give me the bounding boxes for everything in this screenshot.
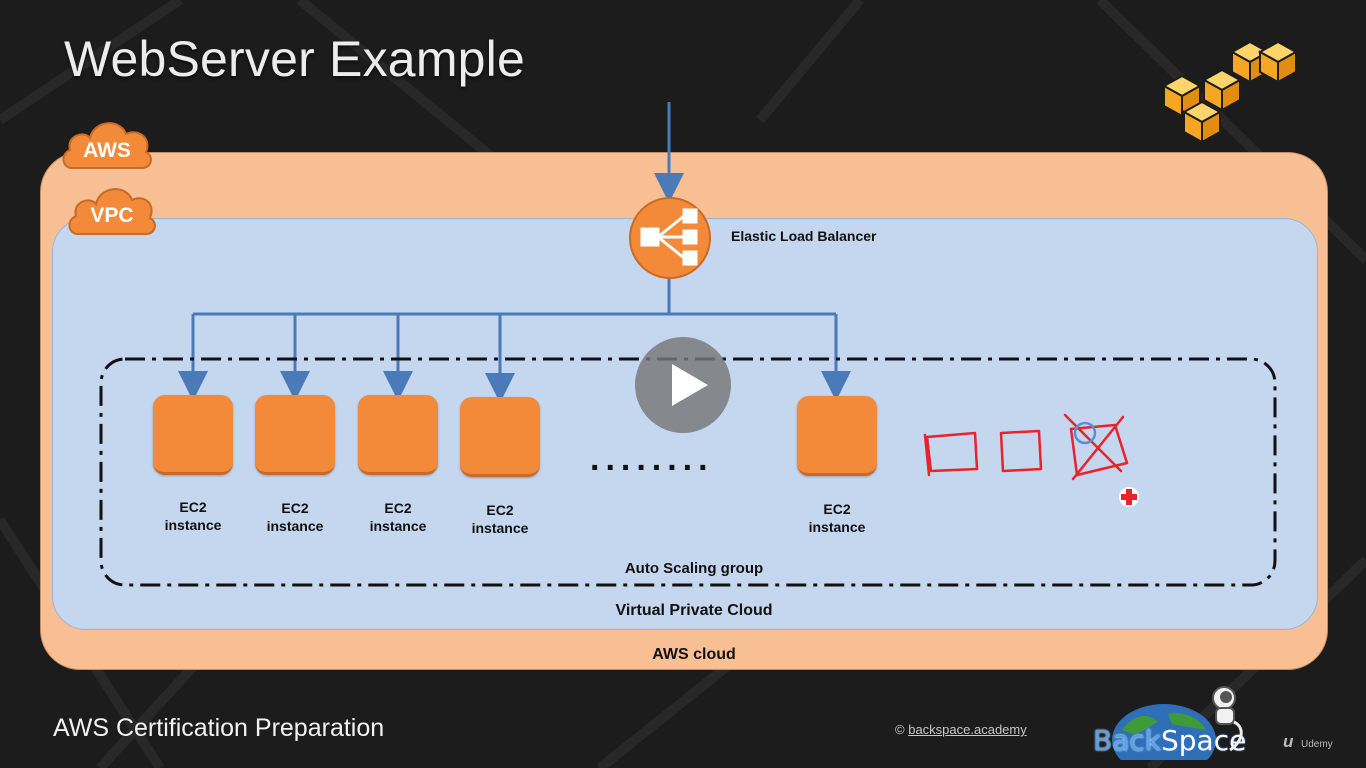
play-icon: [672, 364, 708, 406]
copyright-link[interactable]: backspace.academy: [908, 722, 1027, 737]
ec2-instance-1[interactable]: [153, 395, 233, 475]
ec2-instance-4[interactable]: [460, 397, 540, 477]
aws-badge-label: AWS: [83, 139, 131, 162]
hand-drawn-annotation: [923, 413, 1129, 481]
copyright: © backspace.academy: [895, 722, 1027, 737]
aws-cloud-label: AWS cloud: [652, 646, 736, 663]
ec2-instance-3[interactable]: [358, 395, 438, 475]
elb-label: Elastic Load Balancer: [731, 228, 877, 244]
vpc-cloud-badge: [68, 188, 156, 235]
globe-icon: [1112, 704, 1216, 760]
brand-left: Back: [1093, 724, 1161, 757]
video-play-button[interactable]: [635, 337, 731, 433]
asg-label: Auto Scaling group: [624, 560, 764, 577]
aws-cubes-logo-icon: [1161, 40, 1299, 144]
brand-right: Space: [1160, 724, 1247, 757]
ec2-instance-2[interactable]: [255, 395, 335, 475]
instances-ellipsis: ........: [590, 440, 714, 478]
ec2-instance-5[interactable]: [797, 396, 877, 476]
slide-title: WebServer Example: [64, 31, 525, 87]
aws-cloud-badge: [62, 122, 152, 169]
brand-logo: BackSpace: [1093, 724, 1246, 757]
copyright-symbol: ©: [895, 722, 905, 737]
udemy-label: Udemy: [1301, 739, 1333, 750]
cursor-crosshair-icon: [1119, 487, 1139, 507]
load-balancer-icon[interactable]: [628, 196, 712, 280]
vpc-label: Virtual Private Cloud: [615, 602, 773, 619]
course-title: AWS Certification Preparation: [53, 714, 385, 742]
vpc-badge-label: VPC: [90, 204, 134, 227]
udemy-mark: u: [1283, 732, 1294, 751]
astronaut-icon: [1212, 686, 1243, 752]
